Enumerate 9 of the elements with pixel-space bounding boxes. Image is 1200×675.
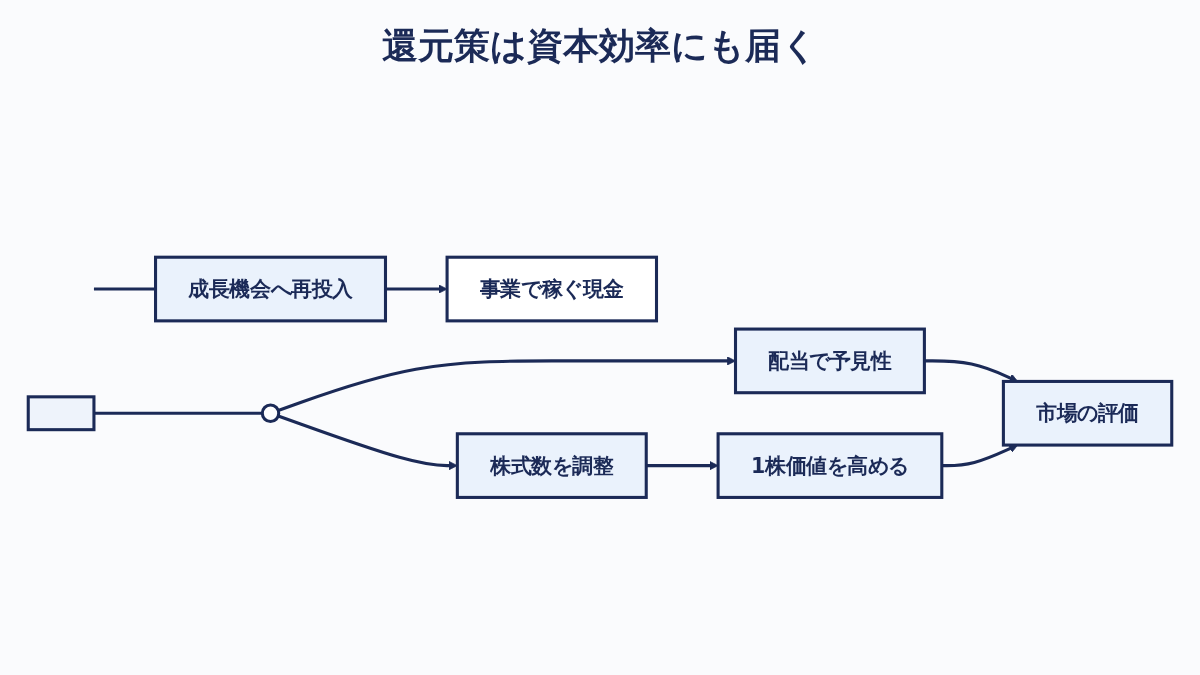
diagram-title: 還元策は資本効率にも届く — [382, 25, 818, 66]
node-box: 株式数を調整 — [455, 432, 648, 500]
node-box: 市場の評価 — [1001, 380, 1174, 447]
picture — [26, 395, 96, 432]
node-box: 1株価値を高める — [716, 432, 944, 500]
node-box: 配当で予見性 — [733, 327, 926, 395]
node-circle — [260, 403, 281, 424]
node-box: 事業で稼ぐ現金 — [445, 255, 659, 323]
node-box: 成長機会へ再投入 — [154, 255, 388, 323]
